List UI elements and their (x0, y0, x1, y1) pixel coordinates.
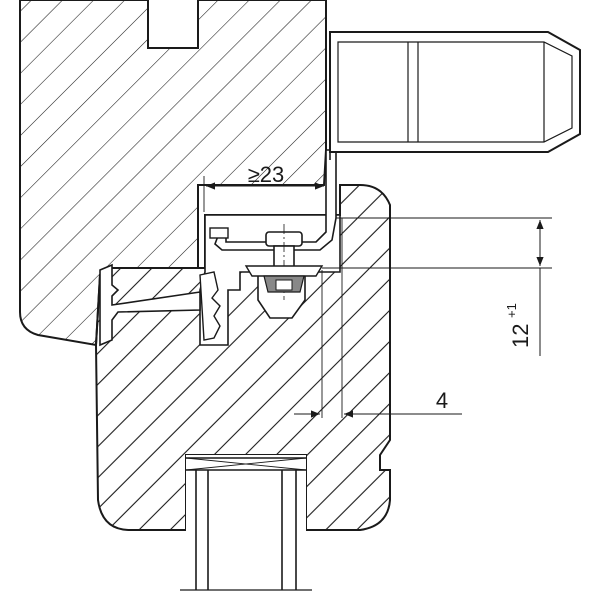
dimension-width (203, 150, 327, 212)
fastener-screw (244, 224, 324, 300)
glazing-section (180, 455, 312, 600)
seal-gasket (99, 263, 221, 347)
dimension-height (322, 217, 552, 356)
dimension-width-label: ≥23 (248, 162, 285, 187)
hinge-barrel (329, 31, 581, 160)
dimension-gap (294, 218, 462, 418)
dimension-height-label: 12 (508, 324, 533, 348)
dimension-height-tolerance: +1 (504, 303, 519, 318)
dimension-gap-label: 4 (436, 388, 448, 413)
